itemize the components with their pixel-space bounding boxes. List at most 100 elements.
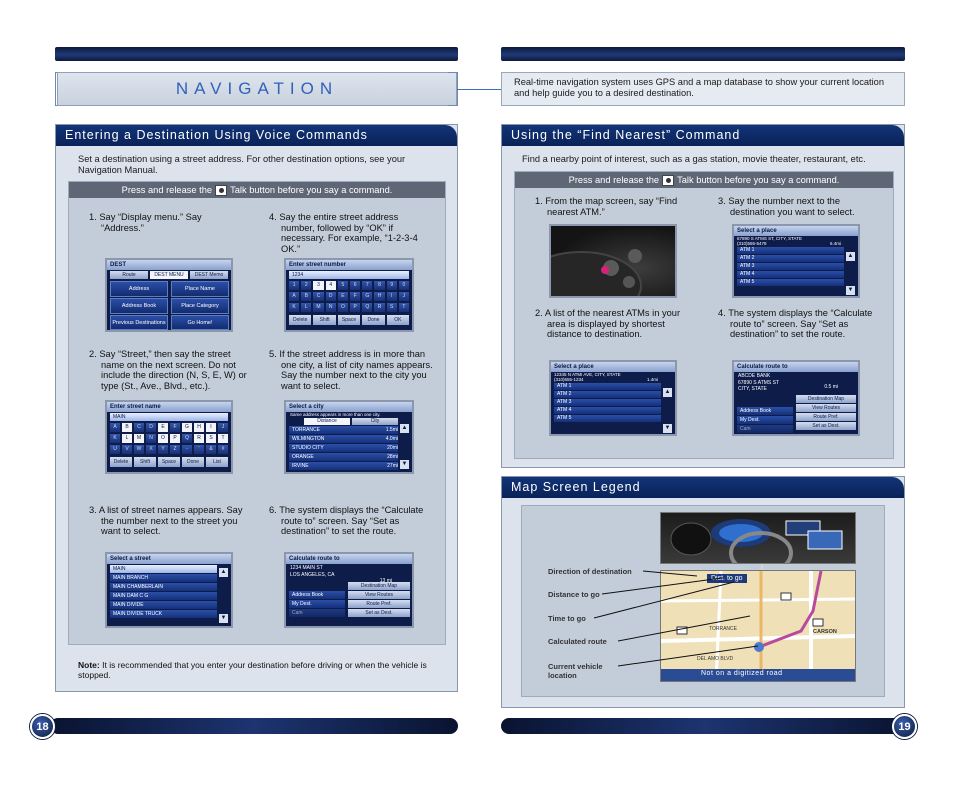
- calc-left-row[interactable]: Address Book: [737, 407, 793, 415]
- key[interactable]: S: [386, 303, 397, 312]
- scroll-down-icon[interactable]: ▼: [846, 286, 855, 295]
- atm-row[interactable]: ATM 5: [554, 415, 661, 422]
- done-button[interactable]: Done: [362, 315, 385, 325]
- key[interactable]: P: [170, 434, 180, 443]
- key[interactable]: 8: [374, 281, 385, 290]
- key[interactable]: V: [122, 445, 132, 454]
- key[interactable]: A: [289, 292, 300, 301]
- key[interactable]: 6: [350, 281, 361, 290]
- key[interactable]: 2: [301, 281, 312, 290]
- scroll-up-icon[interactable]: ▲: [219, 568, 228, 577]
- scroll-up-icon[interactable]: ▲: [846, 252, 855, 261]
- key[interactable]: N: [146, 434, 156, 443]
- key[interactable]: #: [218, 445, 228, 454]
- key[interactable]: F: [170, 423, 180, 432]
- street-name-value[interactable]: MAIN: [110, 413, 228, 421]
- calc-left-row[interactable]: My Dest.: [737, 416, 793, 424]
- key[interactable]: 3: [313, 281, 324, 290]
- key[interactable]: 4: [325, 281, 336, 290]
- set-as-dest-button[interactable]: Set as Dest.: [348, 609, 410, 617]
- dest-tab-memo[interactable]: DEST Memo: [190, 271, 228, 279]
- key[interactable]: R: [374, 303, 385, 312]
- key[interactable]: Z: [170, 445, 180, 454]
- street-row[interactable]: MAIN DIVIDE TRUCK: [110, 610, 217, 618]
- atm-row[interactable]: ATM 2: [554, 391, 661, 398]
- key[interactable]: L: [301, 303, 312, 312]
- key[interactable]: S: [206, 434, 216, 443]
- key[interactable]: K: [289, 303, 300, 312]
- key[interactable]: O: [158, 434, 168, 443]
- key[interactable]: N: [325, 303, 336, 312]
- ok-button[interactable]: OK: [386, 315, 410, 325]
- atm-row[interactable]: ATM 3: [737, 263, 844, 270]
- dest-tab-menu[interactable]: DEST MENU: [150, 271, 188, 279]
- scroll-up-icon[interactable]: ▲: [663, 388, 672, 397]
- atm-row[interactable]: ATM 3: [554, 399, 661, 406]
- key[interactable]: L: [122, 434, 132, 443]
- key[interactable]: B: [122, 423, 132, 432]
- key[interactable]: G: [362, 292, 373, 301]
- key[interactable]: K: [110, 434, 120, 443]
- delete-button[interactable]: Delete: [110, 457, 132, 467]
- scroll-down-icon[interactable]: ▼: [400, 460, 409, 469]
- dest-tab-route[interactable]: Route: [110, 271, 148, 279]
- key[interactable]: W: [134, 445, 144, 454]
- key[interactable]: O: [337, 303, 349, 312]
- key[interactable]: G: [182, 423, 192, 432]
- key[interactable]: E: [337, 292, 349, 301]
- atm-row[interactable]: ATM 5: [737, 279, 844, 286]
- route-pref-button[interactable]: Route Pref.: [796, 413, 856, 421]
- atm-row[interactable]: ATM 1: [554, 383, 661, 390]
- space-button[interactable]: Space: [158, 457, 180, 467]
- dest-tile-go-home[interactable]: Go Home!: [171, 315, 229, 330]
- key[interactable]: P: [350, 303, 361, 312]
- key[interactable]: T: [398, 303, 410, 312]
- dest-tile-previous[interactable]: Previous Destinations: [110, 315, 168, 330]
- calc-left-row[interactable]: My Dest.: [289, 600, 345, 608]
- key[interactable]: H: [194, 423, 204, 432]
- dest-tile-place-category[interactable]: Place Category: [171, 298, 229, 314]
- key[interactable]: D: [146, 423, 156, 432]
- key[interactable]: C: [134, 423, 144, 432]
- calc-left-row[interactable]: Cam: [289, 609, 345, 617]
- key[interactable]: A: [110, 423, 120, 432]
- list-button[interactable]: List: [206, 457, 228, 467]
- street-number-value[interactable]: 1234: [289, 271, 409, 279]
- street-row[interactable]: MAIN: [110, 565, 217, 573]
- shift-button[interactable]: Shift: [134, 457, 156, 467]
- view-routes-button[interactable]: View Routes: [348, 591, 410, 599]
- key[interactable]: -: [182, 445, 192, 454]
- street-row[interactable]: MAIN BRANCH: [110, 574, 217, 582]
- key[interactable]: X: [146, 445, 156, 454]
- key[interactable]: Q: [362, 303, 373, 312]
- key[interactable]: Y: [158, 445, 168, 454]
- scroll-down-icon[interactable]: ▼: [219, 614, 228, 623]
- key[interactable]: E: [158, 423, 168, 432]
- key[interactable]: I: [386, 292, 397, 301]
- dest-tile-place-name[interactable]: Place Name: [171, 281, 229, 297]
- dest-tile-address[interactable]: Address: [110, 281, 168, 297]
- key[interactable]: I: [206, 423, 216, 432]
- key[interactable]: 1: [289, 281, 300, 290]
- city-tab-city[interactable]: City: [352, 418, 398, 425]
- atm-row[interactable]: ATM 4: [737, 271, 844, 278]
- city-tab-distance[interactable]: Distance: [304, 418, 350, 425]
- key[interactable]: M: [134, 434, 144, 443]
- scroll-up-icon[interactable]: ▲: [400, 424, 409, 433]
- key[interactable]: 9: [386, 281, 397, 290]
- key[interactable]: C: [313, 292, 324, 301]
- delete-button[interactable]: Delete: [289, 315, 312, 325]
- key[interactable]: &: [206, 445, 216, 454]
- key[interactable]: R: [194, 434, 204, 443]
- key[interactable]: T: [218, 434, 228, 443]
- key[interactable]: H: [374, 292, 385, 301]
- key[interactable]: 7: [362, 281, 373, 290]
- atm-row[interactable]: ATM 2: [737, 255, 844, 262]
- key[interactable]: D: [325, 292, 336, 301]
- shift-button[interactable]: Shift: [313, 315, 336, 325]
